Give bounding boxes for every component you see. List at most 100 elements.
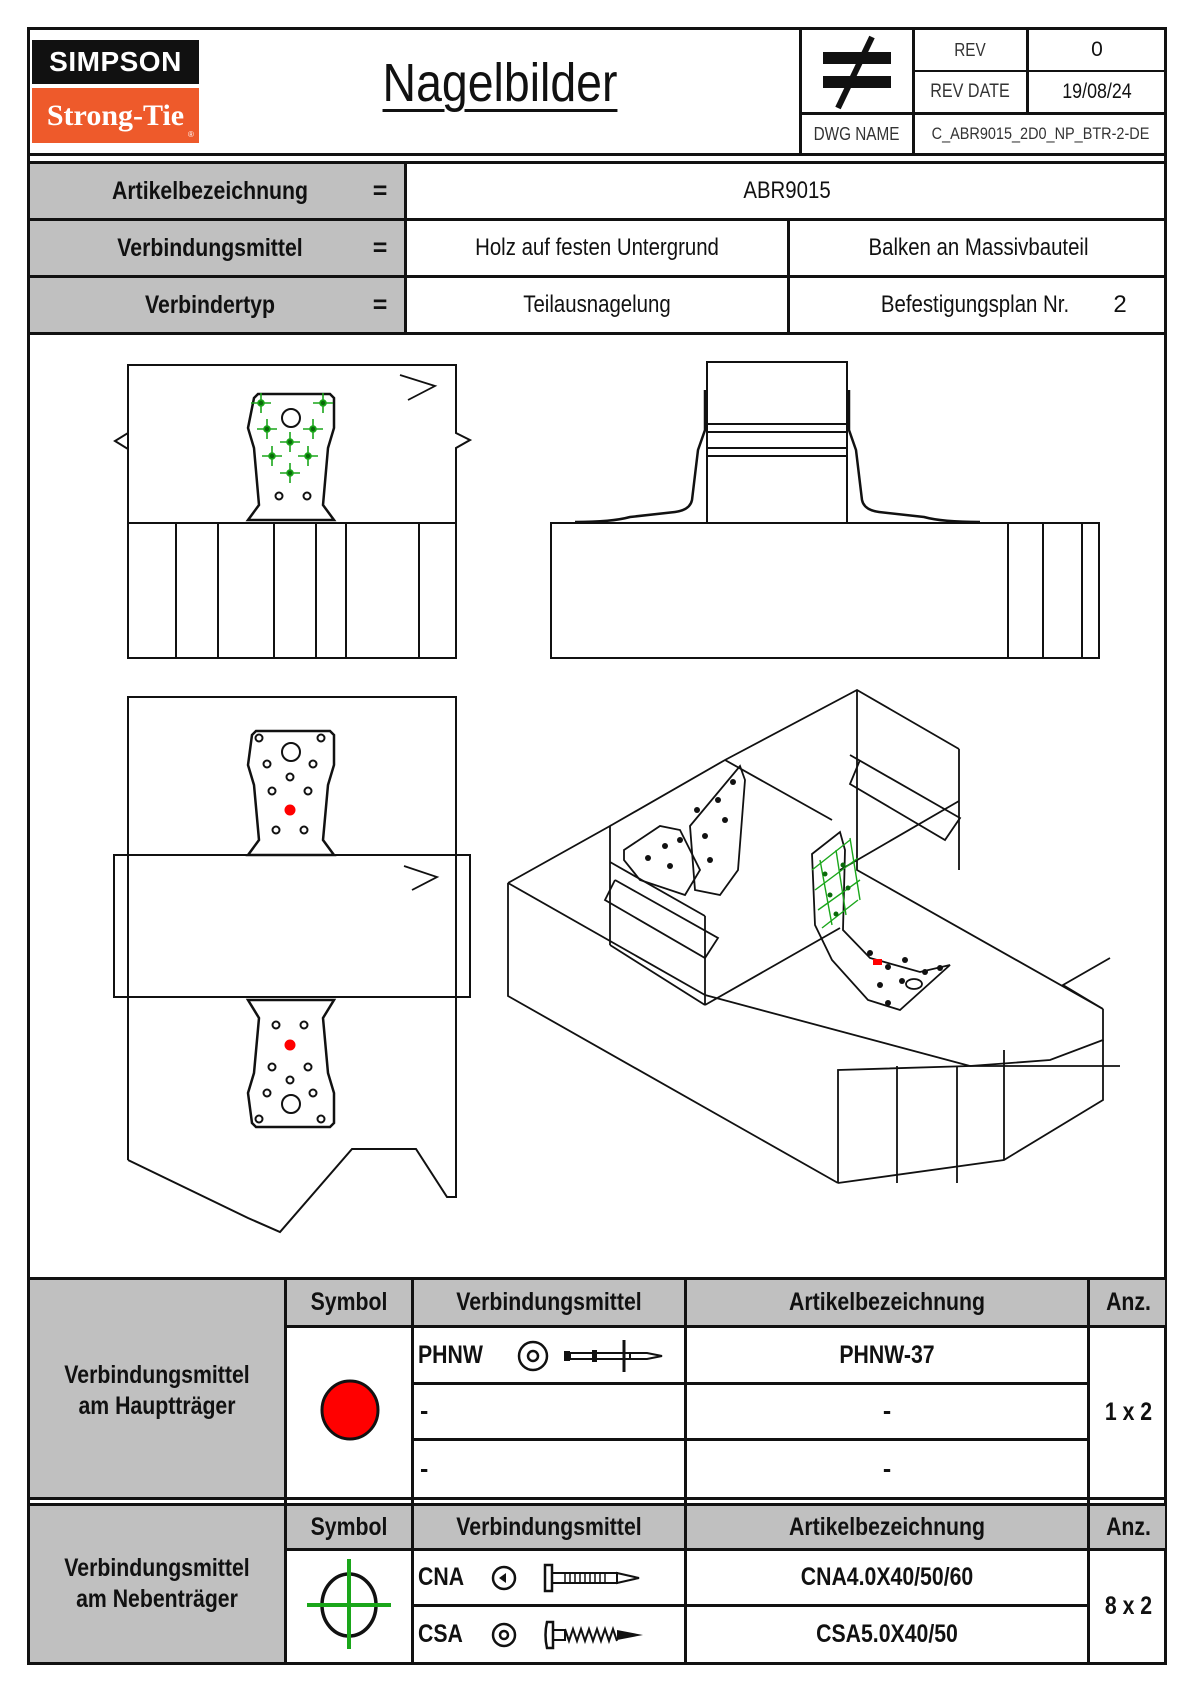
- group-label-cell: [30, 1506, 284, 1662]
- column-header-symbol: Symbol: [310, 1512, 388, 1541]
- divider: [28, 1277, 1167, 1280]
- group-label-main-beam: Verbindungsmittel am Hauptträger: [49, 1360, 265, 1422]
- divider: [912, 70, 1167, 72]
- divider: [1087, 1500, 1090, 1665]
- table-row-article: CSA5.0X40/50: [816, 1620, 958, 1648]
- connector-type-value: Teilausnagelung: [523, 291, 671, 318]
- logo-strong-tie: Strong-Tie: [32, 88, 199, 143]
- group-label-line2: am Nebenträger: [76, 1585, 238, 1613]
- info-label-cell: [30, 221, 404, 275]
- red-fastener-mark: [284, 804, 296, 816]
- divider: [1087, 1280, 1090, 1497]
- equals-sign: =: [372, 233, 388, 262]
- table-row-article: CNA4.0X40/50/60: [800, 1563, 974, 1591]
- divider: [28, 218, 1167, 221]
- divider: [684, 1280, 687, 1497]
- dwg-name-label: DWG NAME: [813, 123, 900, 144]
- table-header-row: [287, 1280, 1165, 1325]
- table-row-article: -: [882, 1454, 892, 1483]
- anchor-nail-icon: [564, 1340, 663, 1372]
- green-fastener-grid: [811, 837, 861, 929]
- divider: [284, 1548, 1167, 1551]
- table-row-fastener: CNA: [418, 1563, 465, 1591]
- info-label-artikelbezeichnung: Artikelbezeichnung: [111, 176, 309, 205]
- red-fastener-mark: [873, 959, 882, 965]
- divider: [28, 153, 1167, 156]
- column-header-article: Artikelbezeichnung: [788, 1288, 986, 1316]
- divider: [799, 112, 1167, 115]
- view-isometric: [507, 688, 1120, 1184]
- divider: [404, 164, 407, 334]
- rev-date-label: REV DATE: [930, 81, 1010, 102]
- column-header-fastener: Verbindungsmittel: [456, 1512, 642, 1541]
- screw-icon: [544, 1620, 643, 1650]
- ring-nail-icon: [543, 1563, 640, 1593]
- divider: [411, 1604, 1089, 1607]
- green-crosshair-symbol: [307, 1559, 391, 1649]
- table-row-fastener: PHNW: [418, 1340, 483, 1369]
- ring-head-icon: [517, 1340, 549, 1372]
- nail-head-icon: [491, 1565, 517, 1591]
- dwg-name-value: C_ABR9015_2D0_NP_BTR-2-DE: [931, 124, 1150, 143]
- divider: [28, 1503, 1167, 1506]
- logo-strong-tie-text: Strong-Tie: [46, 98, 185, 132]
- count-value: 1 x 2: [1104, 1398, 1153, 1426]
- divider: [912, 28, 915, 155]
- column-header-fastener: Verbindungsmittel: [456, 1288, 642, 1316]
- column-header-count: Anz.: [1106, 1512, 1151, 1541]
- equals-sign: =: [372, 176, 388, 205]
- red-dot-symbol: [320, 1379, 380, 1441]
- divider: [28, 275, 1167, 278]
- column-header-count: Anz.: [1106, 1288, 1151, 1316]
- view-top-secondary-beam: [113, 364, 473, 659]
- column-header-symbol: Symbol: [310, 1288, 388, 1316]
- table-row-article: -: [882, 1397, 892, 1425]
- divider: [684, 1500, 687, 1665]
- fastening-plan-label: Befestigungsplan Nr.: [880, 291, 1070, 318]
- group-label-line2: am Hauptträger: [78, 1392, 236, 1420]
- divider: [284, 1325, 1167, 1328]
- divider: [799, 28, 802, 155]
- divider: [28, 332, 1167, 335]
- drawing-frame: [27, 27, 1167, 1665]
- table-row-fastener: CSA: [418, 1620, 463, 1648]
- rev-value: 0: [1091, 38, 1103, 61]
- divider: [411, 1500, 414, 1665]
- divider: [411, 1438, 1089, 1441]
- info-label-cell: [30, 164, 404, 218]
- logo-simpson: SIMPSON: [32, 40, 199, 84]
- group-label-line1: Verbindungsmittel: [64, 1361, 250, 1389]
- view-plan-main-beam: [113, 696, 471, 1234]
- table-header-row: [287, 1506, 1165, 1548]
- article-value: ABR9015: [743, 177, 831, 204]
- info-label-verbindertyp: Verbindertyp: [145, 290, 275, 319]
- table-row-fastener: -: [420, 1454, 429, 1483]
- divider: [787, 221, 790, 334]
- info-label-cell: [30, 278, 404, 332]
- not-equal-icon: [823, 35, 891, 110]
- connection-type-value: Holz auf festen Untergrund: [475, 234, 719, 261]
- table-row-fastener: -: [420, 1397, 429, 1425]
- green-fastener-marks: [251, 393, 333, 483]
- page-title: Nagelbilder: [382, 53, 618, 113]
- registered-mark: ®: [188, 130, 194, 139]
- count-value: 8 x 2: [1104, 1592, 1153, 1620]
- group-label-line1: Verbindungsmittel: [64, 1554, 250, 1582]
- divider: [284, 1280, 287, 1497]
- red-fastener-mark: [284, 1039, 296, 1051]
- divider: [411, 1382, 1089, 1385]
- table-row-article: PHNW-37: [839, 1340, 935, 1369]
- screw-head-icon: [491, 1622, 517, 1648]
- group-label-secondary-beam: Verbindungsmittel am Nebenträger: [49, 1553, 265, 1615]
- equals-sign: =: [372, 290, 388, 319]
- divider: [411, 1280, 414, 1497]
- rev-date-value: 19/08/24: [1062, 80, 1132, 103]
- divider: [28, 1497, 1167, 1500]
- column-header-article: Artikelbezeichnung: [788, 1512, 986, 1541]
- divider: [28, 161, 1167, 164]
- connection-context-value: Balken an Massivbauteil: [868, 234, 1089, 261]
- group-label-cell: [30, 1280, 284, 1497]
- divider: [284, 1500, 287, 1665]
- view-front: [550, 361, 1100, 659]
